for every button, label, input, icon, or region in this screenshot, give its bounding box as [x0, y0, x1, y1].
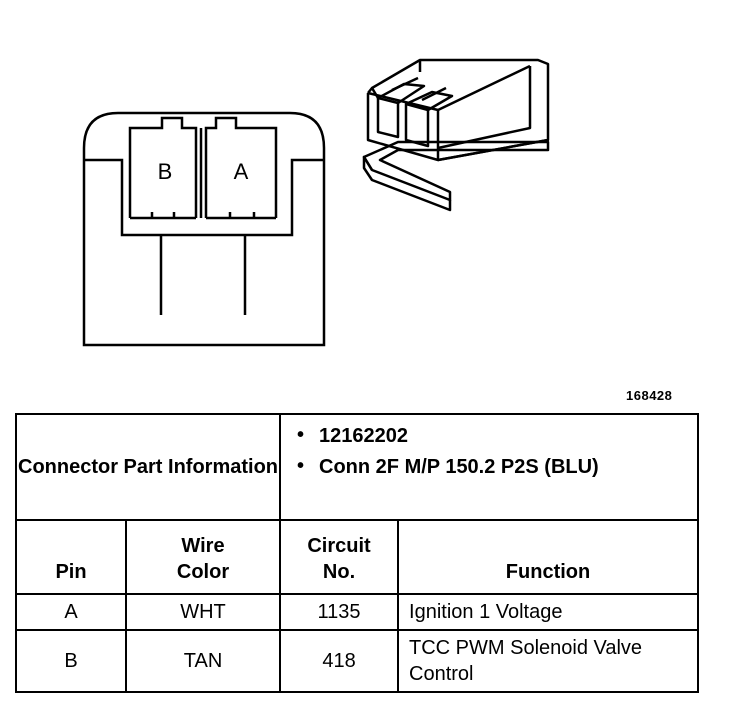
iso-latch-lines	[391, 76, 447, 102]
header-wire-color: Wire Color	[124, 519, 282, 595]
connector-inner-shoulder	[84, 158, 324, 237]
info-row: Connector Part Information 12162202 Conn…	[14, 413, 700, 521]
iso-cavity-2	[404, 102, 430, 148]
row-function-text: TCC PWM Solenoid Valve Control	[409, 637, 643, 685]
iso-cavity-1	[376, 96, 400, 139]
pin-a-lock-tabs	[204, 212, 278, 220]
row-wire-color: WHT	[124, 593, 282, 631]
row-circuit: 1135	[279, 593, 400, 631]
header-function: Function	[397, 519, 700, 595]
header-pin: Pin	[15, 519, 127, 595]
row-circuit: 418	[279, 629, 400, 693]
connector-description: Conn 2F M/P 150.2 P2S (BLU)	[297, 453, 697, 481]
pin-a-cavity	[204, 116, 278, 212]
row-wire-color: TAN	[124, 629, 282, 693]
iso-block-top	[437, 64, 531, 112]
row-function: Ignition 1 Voltage	[397, 593, 700, 631]
row-pin: B	[15, 629, 127, 693]
table-row: A WHT 1135 Ignition 1 Voltage	[15, 593, 700, 631]
column-header-row: Pin Wire Color Circuit No. Function	[15, 519, 700, 595]
connector-drawing: B A	[82, 58, 550, 347]
header-circuit: Circuit No.	[279, 519, 400, 595]
header-circuit-text: Circuit No.	[307, 535, 371, 583]
table-row: B TAN 418 TCC PWM Solenoid Valve Control	[15, 629, 700, 693]
pin-a-label: A	[234, 159, 249, 184]
connector-drawing-svg: B A	[82, 58, 550, 347]
iso-base-front	[362, 155, 452, 212]
header-wire-color-text: Wire Color	[176, 535, 230, 583]
connector-part-info-list: 12162202 Conn 2F M/P 150.2 P2S (BLU)	[279, 413, 700, 521]
connector-body-outline	[82, 111, 326, 347]
iso-latch-2	[405, 90, 454, 112]
connector-isometric-view	[362, 58, 550, 212]
row-pin: A	[15, 593, 127, 631]
iso-block-side	[437, 66, 549, 162]
connector-face-view	[82, 111, 326, 347]
connector-part-info-label: Connector Part Information	[14, 413, 282, 521]
row-function: TCC PWM Solenoid Valve Control	[397, 629, 700, 693]
iso-top-lip	[370, 60, 422, 99]
figure-id: 168428	[626, 388, 673, 403]
part-number: 12162202	[297, 422, 697, 450]
pin-b-lock-tabs	[128, 212, 198, 220]
pin-b-label: B	[158, 159, 173, 184]
connector-info-table: Connector Part Information 12162202 Conn…	[14, 413, 700, 693]
iso-latch-1	[377, 82, 426, 105]
pin-b-cavity	[128, 116, 198, 212]
iso-base-flange	[362, 140, 550, 202]
